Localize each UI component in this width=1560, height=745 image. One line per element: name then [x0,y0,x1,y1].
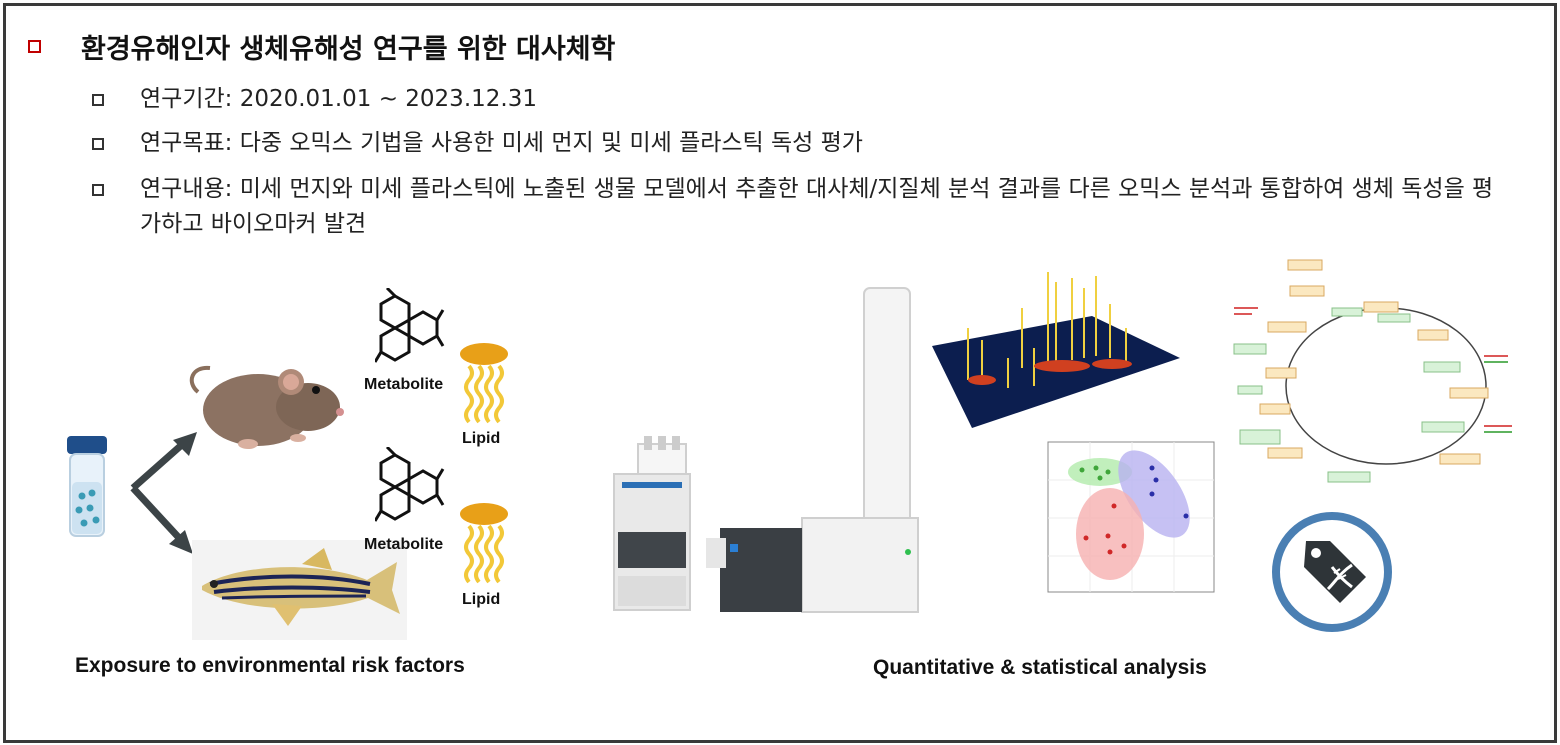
metabolite-molecule-icon [375,288,445,363]
metabolite-molecule-icon [375,447,445,522]
lipid-icon [460,343,508,424]
square-bullet-icon [92,184,104,196]
exposure-arrows [130,432,197,554]
exposure-caption: Exposure to environmental risk factors [75,654,465,677]
bullet-label: 연구내용: [140,176,233,202]
metabolic-pathway-image [1233,259,1512,483]
lipid-label: Lipid [462,430,501,447]
bullet-goal: 연구목표: 다중 오믹스 기법을 사용한 미세 먼지 및 미세 플라스틱 독성 … [92,126,863,161]
bullet-text: 2020.01.01 ~ 2023.12.31 [232,86,537,112]
lipid-icon [460,503,508,584]
pca-plot-image [1047,441,1215,593]
square-bullet-icon [92,138,104,150]
page-title: 환경유해인자 생체유해성 연구를 위한 대사체학 [81,33,616,65]
title-row: 환경유해인자 생체유해성 연구를 위한 대사체학 [28,26,615,66]
biomarker-dna-tag-icon [1272,512,1392,632]
bullet-text: 미세 먼지와 미세 플라스틱에 노출된 생물 모델에서 추출한 대사체/지질체 … [140,176,1494,237]
3d-chromatogram-image [932,272,1180,428]
bullet-text: 다중 오믹스 기법을 사용한 미세 먼지 및 미세 플라스틱 독성 평가 [232,130,863,156]
square-bullet-icon [92,94,104,106]
zebrafish-image [192,540,407,640]
metabolite-label: Metabolite [364,376,444,393]
bullet-content: 연구내용: 미세 먼지와 미세 플라스틱에 노출된 생물 모델에서 추출한 대사… [92,172,1512,242]
lc-ms-instrument-image [613,287,919,613]
bullet-label: 연구목표: [140,130,233,156]
slide-frame [3,3,1557,743]
mouse-image [189,365,344,449]
title-bullet-icon [28,39,41,53]
analysis-caption: Quantitative & statistical analysis [873,656,1207,679]
bullet-period: 연구기간: 2020.01.01 ~ 2023.12.31 [92,82,537,117]
metabolite-label: Metabolite [364,536,444,553]
sample-vial-icon [67,436,107,537]
bullet-label: 연구기간: [140,86,233,112]
lipid-label: Lipid [462,591,501,608]
